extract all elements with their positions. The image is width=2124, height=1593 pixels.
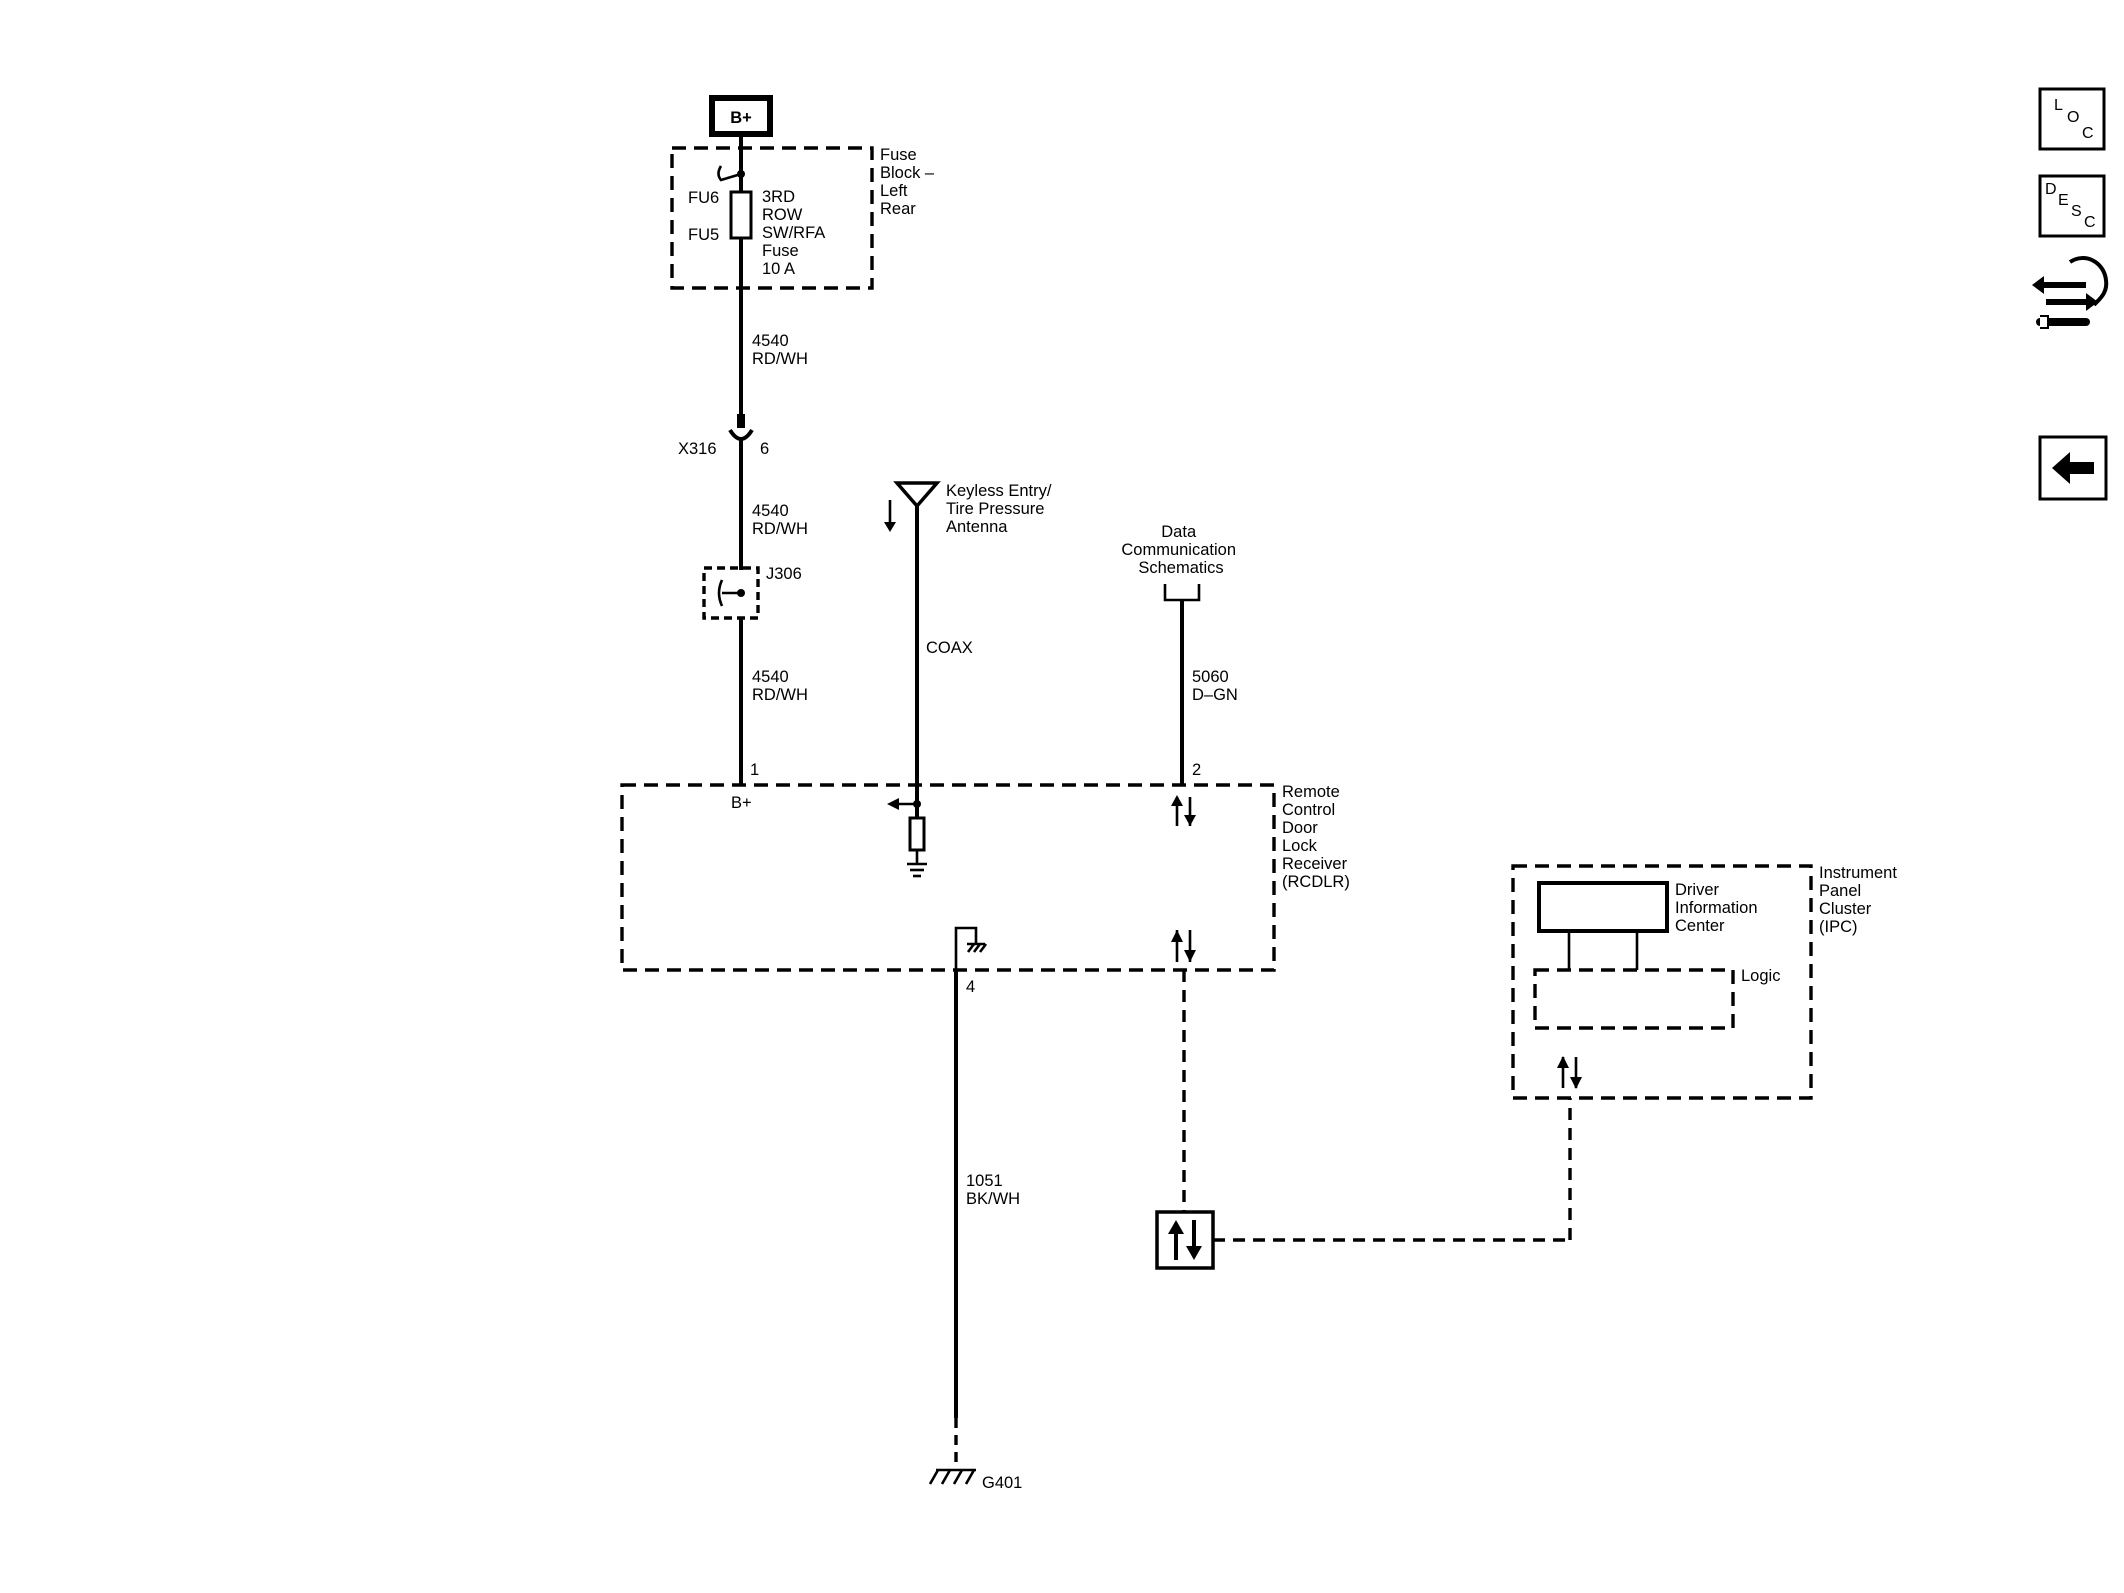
fuse-block-name: Fuse Block – Left Rear: [880, 146, 939, 218]
coax-label: COAX: [926, 639, 973, 657]
rcdlr-module: Remote Control Door Lock Receiver (RCDLR…: [620, 783, 1352, 972]
wire-label-2: 4540 RD/WH: [752, 502, 808, 538]
svg-text:D: D: [2045, 181, 2057, 198]
wire-label-1: 4540 RD/WH: [752, 332, 808, 368]
loc-icon: L O C: [2054, 97, 2094, 142]
back-button[interactable]: [2038, 435, 2108, 501]
connector-x316: X316: [678, 440, 717, 458]
rcdlr-bplus-label: B+: [731, 794, 752, 812]
wire-label-ground: 1051 BK/WH: [966, 1172, 1020, 1208]
loc-button[interactable]: L O C: [2038, 87, 2106, 151]
ipc-module: Instrument Panel Cluster (IPC) Driver In…: [1511, 864, 1902, 1100]
ground-g401: G401: [982, 1474, 1022, 1492]
rcdlr-pin-1: 1: [750, 761, 759, 779]
data-comm-label: Data Communication Schematics: [1121, 523, 1240, 577]
serial-data-network: [1155, 970, 1572, 1270]
wire-label-3: 4540 RD/WH: [752, 668, 808, 704]
battery-supply-label: B+: [730, 109, 752, 127]
connector-x316-pin: 6: [760, 440, 769, 458]
desc-icon: D E S C: [2045, 181, 2096, 231]
rcdlr-pin-4: 4: [966, 978, 975, 996]
splice-j306: J306: [766, 565, 802, 583]
rcdlr-name: Remote Control Door Lock Receiver (RCDLR…: [1282, 783, 1352, 891]
connector-wrench-button[interactable]: [2032, 252, 2109, 338]
keyless-entry-antenna: Keyless Entry/ Tire Pressure Antenna COA…: [884, 481, 1056, 805]
wire-label-data: 5060 D–GN: [1192, 668, 1238, 704]
svg-text:O: O: [2067, 109, 2079, 126]
svg-text:E: E: [2058, 192, 2069, 209]
rcdlr-pin-2: 2: [1192, 761, 1201, 779]
fuse-id-fu6: FU6: [688, 189, 719, 207]
arrow-left-icon: [2052, 452, 2094, 484]
fuse-block-left-rear: Fuse Block – Left Rear FU6 FU5 3RD ROW S…: [670, 146, 939, 290]
fuse-description: 3RD ROW SW/RFA Fuse 10 A: [762, 188, 829, 278]
svg-text:L: L: [2054, 97, 2063, 114]
battery-supply: B+: [709, 95, 773, 174]
fuse-id-fu5: FU5: [688, 226, 719, 244]
data-communication-reference: Data Communication Schematics 5060 D–GN …: [1121, 523, 1240, 785]
svg-text:C: C: [2082, 125, 2094, 142]
antenna-label: Keyless Entry/ Tire Pressure Antenna: [946, 482, 1056, 536]
ipc-logic-label: Logic: [1741, 967, 1780, 985]
svg-text:S: S: [2071, 203, 2082, 220]
wire-4540-rd-wh: 4540 RD/WH X316 6 4540 RD/WH J306 4540 R…: [678, 288, 808, 785]
ground-wire-1051: 4 1051 BK/WH G401: [928, 970, 1022, 1492]
ipc-name: Instrument Panel Cluster (IPC): [1819, 864, 1902, 936]
connector-wrench-icon: [2032, 256, 2109, 329]
desc-button[interactable]: D E S C: [2038, 174, 2106, 238]
driver-information-center-label: Driver Information Center: [1675, 881, 1762, 935]
svg-text:C: C: [2084, 214, 2096, 231]
